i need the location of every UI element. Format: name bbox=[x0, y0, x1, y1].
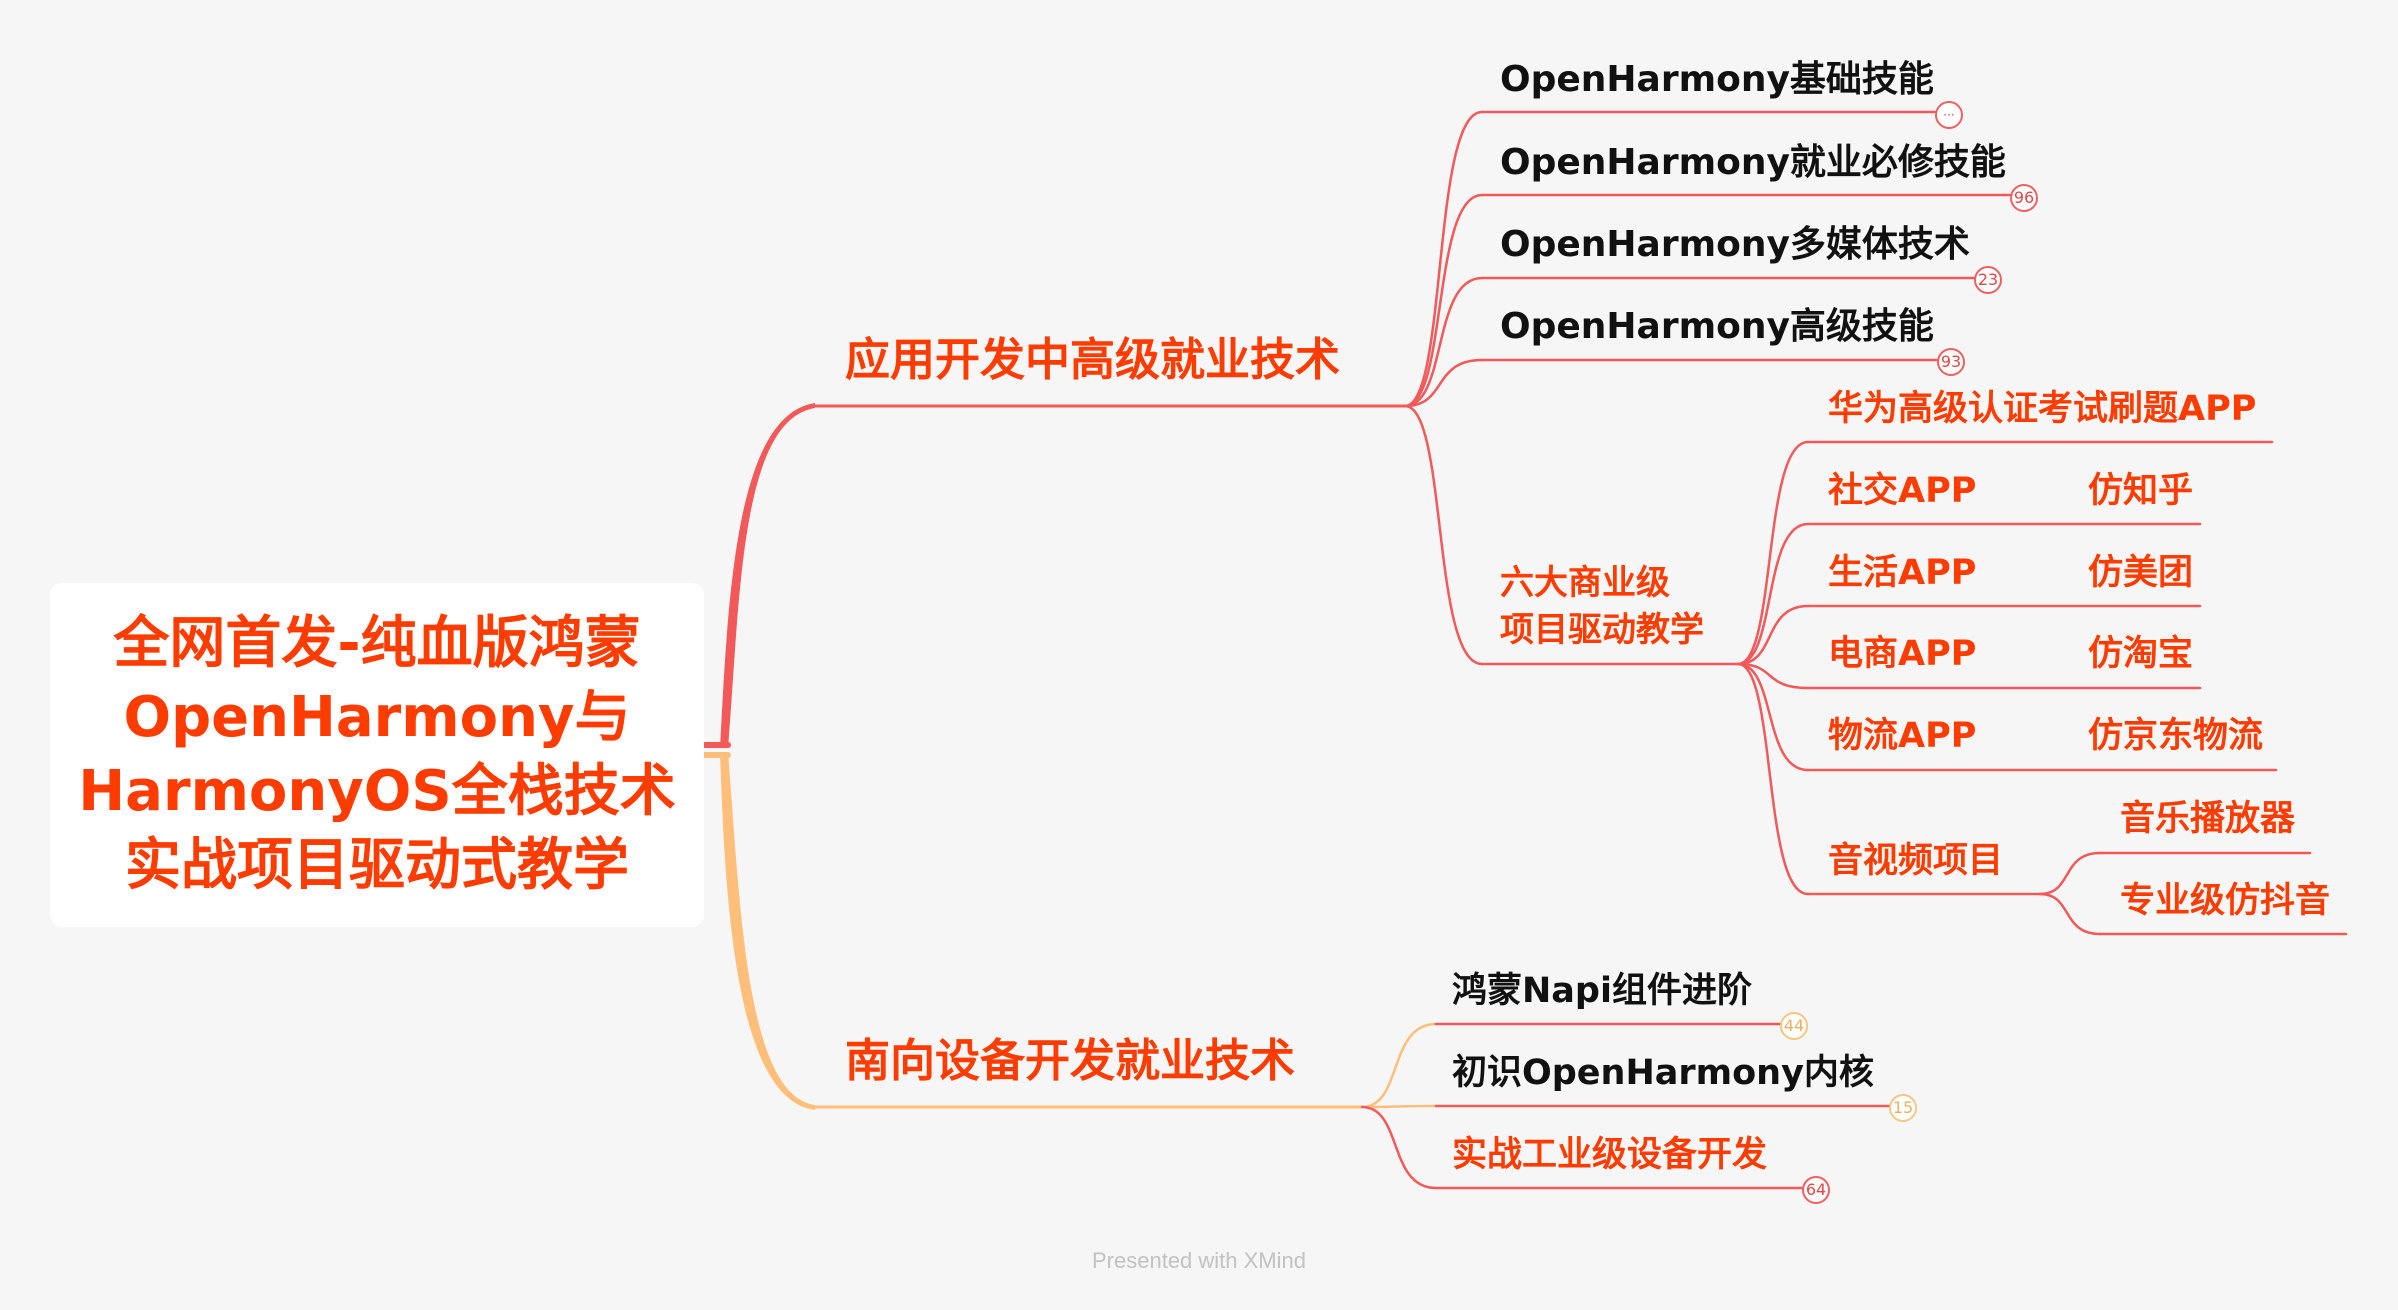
child-count-badge[interactable]: 64 bbox=[1802, 1176, 1830, 1204]
av-connector bbox=[2038, 892, 2102, 936]
project-logistics-app[interactable]: 物流APP bbox=[1828, 716, 1977, 756]
central-topic-line-1: 全网首发-纯血版鸿蒙 bbox=[113, 611, 641, 676]
central-topic-line-2: OpenHarmony与 bbox=[123, 685, 631, 750]
project-music-player[interactable]: 音乐播放器 bbox=[2120, 799, 2296, 839]
project-huawei-exam-app[interactable]: 华为高级认证考试刷题APP bbox=[1828, 389, 2257, 429]
branch1-connector bbox=[1403, 193, 1484, 408]
collapsed-badge[interactable]: ··· bbox=[1935, 101, 1963, 129]
child-count-badge[interactable]: 96 bbox=[2010, 184, 2038, 212]
child-count-badge[interactable]: 93 bbox=[1937, 348, 1965, 376]
branch1-connector bbox=[1403, 110, 1484, 408]
topic-napi-components[interactable]: 鸿蒙Napi组件进阶 bbox=[1452, 971, 1752, 1011]
branch1-connector bbox=[1403, 404, 1484, 666]
child-count-badge[interactable]: 44 bbox=[1780, 1012, 1808, 1040]
project-connector bbox=[1736, 662, 1810, 772]
project-connector bbox=[1736, 662, 1810, 896]
project-connector bbox=[1736, 522, 1810, 666]
xmind-footer: Presented with XMind bbox=[1092, 1248, 1306, 1273]
project-logistics-clone[interactable]: 仿京东物流 bbox=[2088, 716, 2264, 756]
project-social-app[interactable]: 社交APP bbox=[1828, 471, 1977, 511]
branch2-connector bbox=[1360, 1104, 1438, 1109]
root-to-branch1-connector bbox=[705, 403, 815, 748]
project-social-clone[interactable]: 仿知乎 bbox=[2088, 471, 2194, 511]
topic-openharmony-employment-skills[interactable]: OpenHarmony就业必修技能 bbox=[1500, 142, 2006, 183]
topic-openharmony-basics[interactable]: OpenHarmony基础技能 bbox=[1500, 59, 1934, 100]
project-audio-video[interactable]: 音视频项目 bbox=[1828, 841, 2004, 881]
topic-openharmony-multimedia[interactable]: OpenHarmony多媒体技术 bbox=[1500, 224, 1970, 265]
central-topic-line-4: 实战项目驱动式教学 bbox=[125, 833, 629, 898]
child-count-badge[interactable]: 23 bbox=[1974, 266, 2002, 294]
project-life-app[interactable]: 生活APP bbox=[1828, 553, 1977, 593]
project-connector bbox=[1736, 440, 1810, 666]
branch-southbound-device[interactable]: 南向设备开发就业技术 bbox=[845, 1034, 1296, 1087]
topic-openharmony-kernel[interactable]: 初识OpenHarmony内核 bbox=[1452, 1053, 1874, 1093]
topic-openharmony-advanced[interactable]: OpenHarmony高级技能 bbox=[1500, 306, 1934, 347]
central-topic[interactable]: 全网首发-纯血版鸿蒙 OpenHarmony与 HarmonyOS全栈技术 实战… bbox=[50, 583, 704, 927]
project-ecommerce-app[interactable]: 电商APP bbox=[1828, 634, 1977, 674]
central-topic-line-3: HarmonyOS全栈技术 bbox=[78, 759, 676, 824]
project-life-clone[interactable]: 仿美团 bbox=[2088, 553, 2194, 593]
topic-six-commercial-projects-line-1[interactable]: 六大商业级 bbox=[1500, 563, 1670, 603]
branch2-connector bbox=[1360, 1105, 1438, 1190]
branch2-connector bbox=[1360, 1022, 1438, 1109]
root-to-branch2-connector bbox=[705, 752, 815, 1110]
branch1-connector bbox=[1403, 276, 1484, 408]
topic-industrial-device[interactable]: 实战工业级设备开发 bbox=[1452, 1135, 1768, 1175]
project-connector bbox=[1736, 662, 1810, 690]
branch1-connector bbox=[1403, 358, 1484, 408]
topic-six-commercial-projects-line-2[interactable]: 项目驱动教学 bbox=[1500, 610, 1704, 650]
project-tiktok-clone[interactable]: 专业级仿抖音 bbox=[2120, 881, 2331, 921]
project-connector bbox=[1736, 604, 1810, 666]
av-connector bbox=[2038, 851, 2102, 896]
branch-app-development[interactable]: 应用开发中高级就业技术 bbox=[845, 333, 1341, 386]
child-count-badge[interactable]: 15 bbox=[1889, 1094, 1917, 1122]
project-ecommerce-clone[interactable]: 仿淘宝 bbox=[2088, 634, 2194, 674]
